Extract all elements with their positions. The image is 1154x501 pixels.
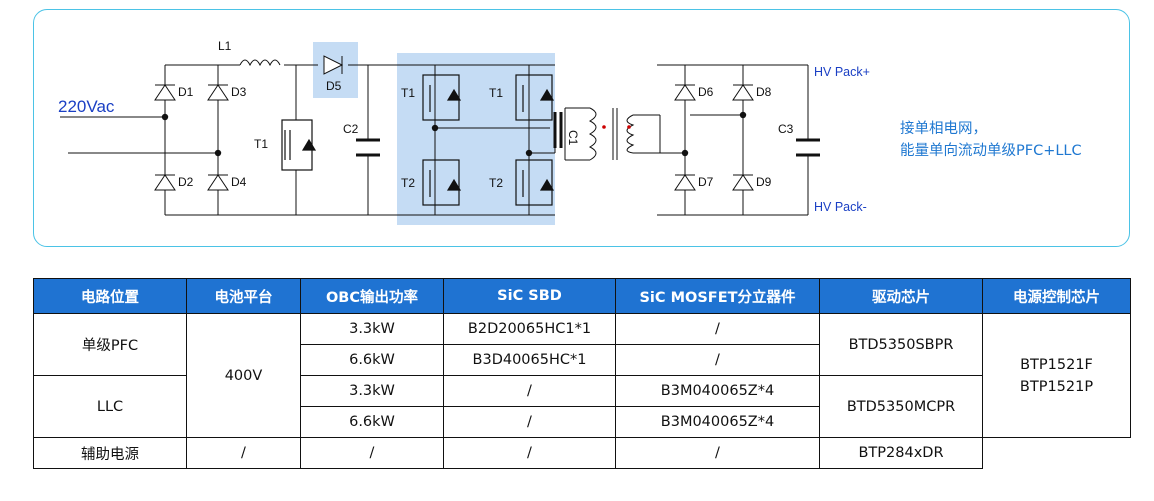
table-row: 单级PFC 400V 3.3kW B2D20065HC1*1 / BTD5350…: [33, 313, 1131, 438]
cell-sbd: B3D40065HC*1: [443, 344, 616, 376]
spec-table: 电路位置 电池平台 OBC输出功率 SiC SBD SiC MOSFET分立器件…: [33, 278, 1131, 469]
label-hv-plus: HV Pack+: [814, 65, 870, 79]
cell-mosfet: /: [615, 344, 820, 376]
cell-power: 6.6kW: [300, 344, 444, 376]
d1-symbol: [154, 84, 176, 101]
cell-sbd: /: [443, 375, 616, 407]
circuit-panel: [33, 9, 1130, 247]
label-d6: D6: [698, 85, 714, 99]
cell-driver: /: [615, 437, 820, 469]
t1a-mosfet-symbol: [422, 74, 462, 121]
label-d4: D4: [231, 175, 247, 189]
label-t2a: T2: [401, 176, 415, 190]
cell-aux: 辅助电源: [33, 437, 187, 469]
d5-symbol: [323, 55, 344, 75]
pfc-mosfet-symbol: [281, 119, 317, 171]
d6-symbol: [674, 84, 696, 101]
t2a-mosfet-symbol: [422, 159, 462, 206]
label-d9: D9: [756, 175, 772, 189]
cell-driver-llc: BTD5350MCPR: [819, 375, 983, 438]
table-row: LLC 3.3kW / B3M040065Z*4 BTD5350MCPR: [33, 375, 1131, 438]
t2b-mosfet-symbol: [515, 159, 555, 206]
label-d2: D2: [178, 175, 194, 189]
bridge-highlight: [397, 53, 555, 225]
transformer-primary: [588, 107, 597, 161]
d2-symbol: [154, 174, 176, 191]
label-d3: D3: [231, 85, 247, 99]
circuit-diagram: L1 D1 D2 D3 D4 D5 220Vac T1 C2 T1 T2 T1 …: [58, 39, 870, 225]
header-cell: 驱动芯片: [819, 278, 983, 314]
label-pfc-switch: T1: [254, 137, 268, 151]
header-cell: OBC输出功率: [300, 278, 444, 314]
header-cell: SiC MOSFET分立器件: [615, 278, 820, 314]
label-d5: D5: [326, 79, 342, 93]
transformer-secondary: [626, 114, 635, 154]
label-l1: L1: [218, 39, 232, 53]
d4-symbol: [207, 174, 229, 191]
label-t1b: T1: [489, 86, 503, 100]
header-cell: SiC SBD: [443, 278, 616, 314]
d3-symbol: [207, 84, 229, 101]
circuit-note: 接单相电网， 能量单向流动单级PFC+LLC: [900, 118, 1082, 162]
ctrl-line-2: BTP1521P: [1019, 378, 1094, 395]
d9-symbol: [732, 174, 754, 191]
table-row: 6.6kW B3D40065HC*1 /: [34, 344, 1131, 376]
label-c3: C3: [778, 122, 794, 136]
cell-pfc: 单级PFC: [33, 313, 187, 376]
label-input: 220Vac: [58, 97, 115, 116]
cell-driver-pfc: BTD5350SBPR: [819, 313, 983, 376]
ctrl-line-1: BTP1521F: [1020, 356, 1093, 373]
note-line-2: 能量单向流动单级PFC+LLC: [900, 143, 1082, 159]
cell-mosfet: /: [443, 437, 616, 469]
cell-power: /: [186, 437, 301, 469]
d8-symbol: [732, 84, 754, 101]
label-d1: D1: [178, 85, 194, 99]
t1b-mosfet-symbol: [515, 74, 555, 121]
table-header-row: 电路位置 电池平台 OBC输出功率 SiC SBD SiC MOSFET分立器件…: [33, 278, 1131, 314]
cell-power: 3.3kW: [300, 313, 444, 345]
header-cell: 电池平台: [186, 278, 301, 314]
label-t1a: T1: [401, 86, 415, 100]
label-hv-minus: HV Pack-: [814, 200, 867, 214]
cell-power: 6.6kW: [300, 406, 444, 438]
cell-mosfet: /: [615, 313, 820, 345]
cell-mosfet: B3M040065Z*4: [615, 375, 820, 407]
cell-ctrl: BTP1521F BTP1521P: [982, 313, 1131, 438]
d5-highlight: [313, 42, 358, 98]
header-cell: 电路位置: [33, 278, 187, 314]
label-t2b: T2: [489, 176, 503, 190]
label-transformer: C1: [566, 130, 580, 146]
cell-ctrl: BTP284xDR: [819, 437, 983, 469]
label-d7: D7: [698, 175, 714, 189]
cell-sbd: B2D20065HC1*1: [443, 313, 616, 345]
cell-sbd: /: [443, 406, 616, 438]
d7-symbol: [674, 174, 696, 191]
label-c2: C2: [343, 122, 359, 136]
table-row: 辅助电源 / / / / BTP284xDR: [33, 437, 1131, 469]
cell-platform: 400V: [186, 313, 301, 438]
inductor-symbol: [239, 59, 281, 67]
polarity-dot: [627, 125, 631, 129]
cell-mosfet: B3M040065Z*4: [615, 406, 820, 438]
label-d8: D8: [756, 85, 772, 99]
cell-sbd: /: [300, 437, 444, 469]
header-cell: 电源控制芯片: [982, 278, 1131, 314]
cell-power: 3.3kW: [300, 375, 444, 407]
polarity-dot: [602, 125, 606, 129]
cell-llc: LLC: [33, 375, 187, 438]
note-line-1: 接单相电网，: [900, 121, 987, 137]
